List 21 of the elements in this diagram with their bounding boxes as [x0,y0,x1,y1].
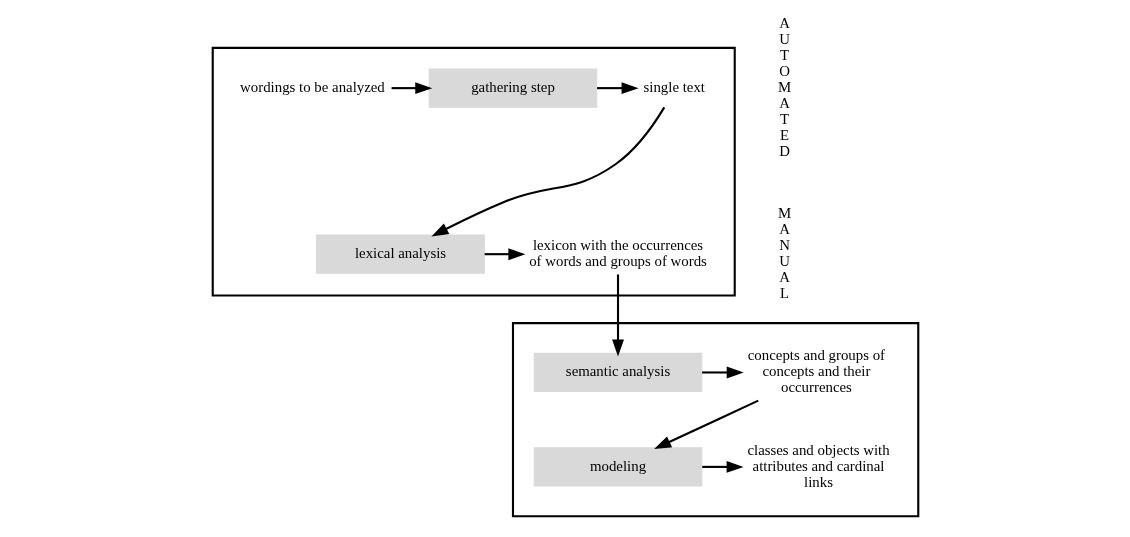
cluster [511,322,919,518]
node-box: lexical analysis [315,234,485,274]
arrow [701,460,744,473]
node-text: wordings to be analyzed [239,79,385,96]
node-text: single text [643,79,705,96]
arrow [484,248,525,261]
arrow [611,274,624,357]
arrow [391,82,432,95]
arrow [596,82,639,95]
label: MANUAL [777,205,791,301]
arrow [653,399,759,450]
label: AUTOMATED [777,15,791,159]
node-text: concepts and groups of concepts and their occurrences [747,347,885,396]
node-text: classes and objects with attributes and cardinal links [746,441,890,490]
node-box: gathering step [428,68,597,108]
node-text: lexicon with the occurrences of words and groups of words [528,237,707,270]
node-box: semantic analysis [533,352,702,393]
arrow [430,106,665,237]
cluster [211,46,736,297]
node-box: modeling [533,447,702,487]
arrow [701,366,744,379]
